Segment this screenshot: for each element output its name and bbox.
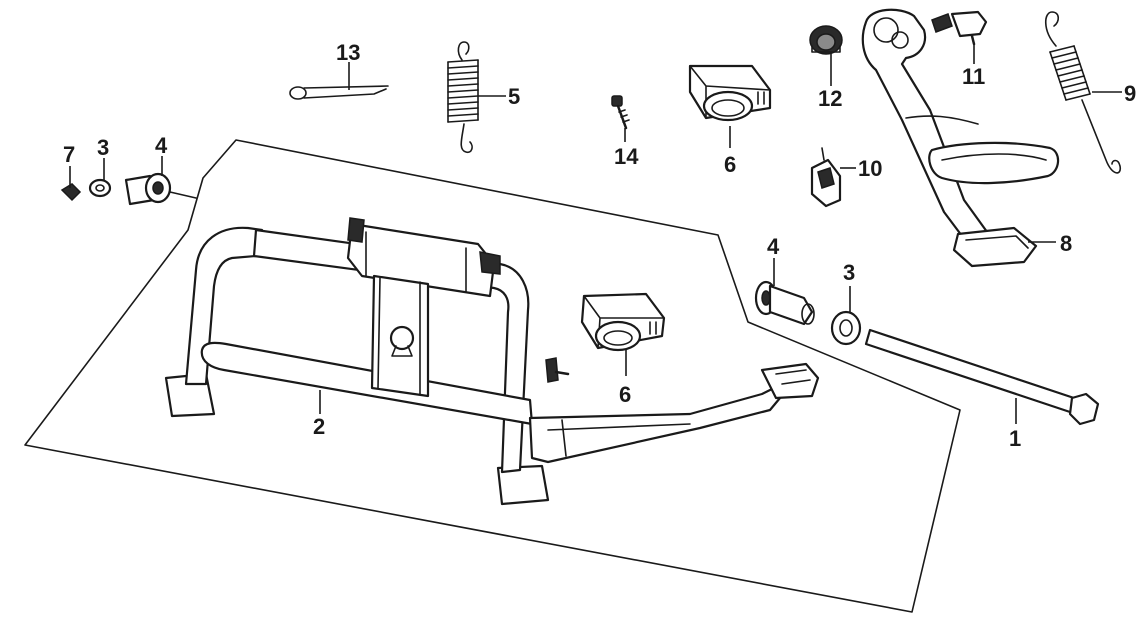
callout-5: 5	[508, 84, 520, 109]
small-pin-part-7	[60, 183, 82, 202]
rubber-bumper-top	[688, 64, 772, 122]
nut-part	[809, 25, 843, 55]
callout-8: 8	[1060, 231, 1072, 256]
callout-labels: 13 5 14 6 12 11 9 10 8 7 3 4 4 3 2 6 1	[63, 40, 1136, 451]
small-bolt-part	[611, 95, 630, 130]
clip-part-10	[810, 147, 842, 208]
main-stand-part	[164, 217, 820, 506]
leader-lines	[69, 44, 1122, 424]
spring-part-5	[447, 41, 479, 154]
assembly-outline	[24, 139, 961, 613]
callout-9: 9	[1124, 81, 1136, 106]
callout-1: 1	[1009, 426, 1021, 451]
spring-part-9	[1044, 11, 1122, 174]
callout-2: 2	[313, 414, 325, 439]
callout-6-top: 6	[724, 152, 736, 177]
washer-part-right	[830, 310, 862, 346]
cotter-pin-part	[289, 85, 389, 100]
bushing-part-left	[124, 172, 197, 206]
side-stand-part	[861, 8, 1060, 268]
callout-3-left: 3	[97, 135, 109, 160]
callout-10: 10	[858, 156, 882, 181]
callout-4-left: 4	[155, 133, 168, 158]
callout-11: 11	[962, 64, 985, 89]
bushing-part-right	[754, 280, 815, 326]
washer-part-left	[88, 178, 112, 198]
callout-3-right: 3	[843, 260, 855, 285]
bolt-part-11	[931, 10, 988, 46]
rubber-bumper-lower	[580, 292, 666, 352]
callout-7: 7	[63, 142, 75, 167]
callout-6-lower: 6	[619, 382, 631, 407]
callout-12: 12	[818, 86, 842, 111]
callout-14: 14	[614, 144, 639, 169]
long-bolt-part	[864, 328, 1100, 426]
callout-13: 13	[336, 40, 360, 65]
callout-4-right: 4	[767, 234, 780, 259]
